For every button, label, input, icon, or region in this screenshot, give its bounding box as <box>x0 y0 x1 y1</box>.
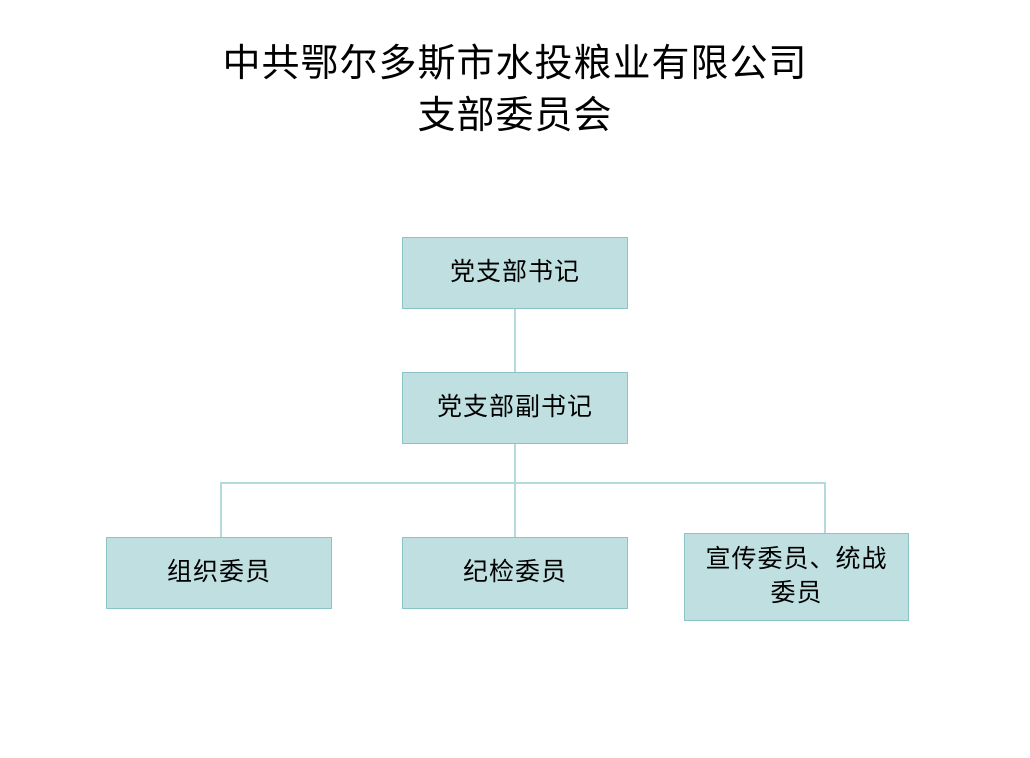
org-node-propaganda-united-front-member-label: 宣传委员、统战委员 <box>705 546 888 607</box>
connector-bus-to-propaganda <box>824 482 826 534</box>
connector-deputy-to-bus <box>514 444 516 483</box>
page-title-line-1: 中共鄂尔多斯市水投粮业有限公司 <box>222 43 808 85</box>
connector-secretary-to-deputy <box>514 309 516 372</box>
org-node-deputy-secretary-label: 党支部副书记 <box>436 394 593 421</box>
connector-bus-to-discipline <box>514 482 516 538</box>
org-node-organization-member-label: 组织委员 <box>166 559 271 586</box>
org-node-discipline-member[interactable]: 纪检委员 <box>402 537 628 609</box>
page-title-line-2: 支部委员会 <box>417 95 613 137</box>
org-node-discipline-member-label: 纪检委员 <box>462 559 567 586</box>
connector-bus-to-organization <box>220 482 222 538</box>
org-node-secretary-label: 党支部书记 <box>449 259 580 286</box>
connector-horizontal-bus <box>220 482 826 484</box>
page-title: 中共鄂尔多斯市水投粮业有限公司 支部委员会 <box>0 38 1030 142</box>
org-node-organization-member[interactable]: 组织委员 <box>106 537 332 609</box>
org-node-propaganda-united-front-member[interactable]: 宣传委员、统战委员 <box>684 533 909 621</box>
org-node-secretary[interactable]: 党支部书记 <box>402 237 628 309</box>
org-node-deputy-secretary[interactable]: 党支部副书记 <box>402 372 628 444</box>
